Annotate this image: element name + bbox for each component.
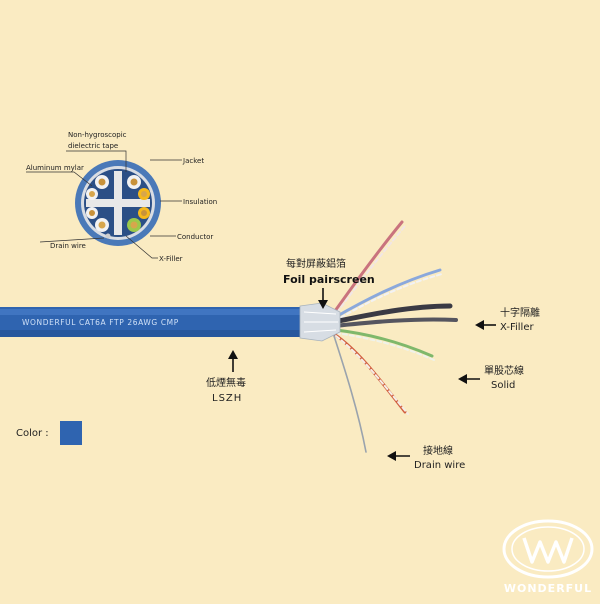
arrow-down-icon xyxy=(318,300,328,309)
label-aluminum: Aluminum mylar xyxy=(26,164,84,172)
callout-xfiller-cn: 十字隔離 xyxy=(500,306,540,319)
callout-foil-en: Foil pairscreen xyxy=(283,273,375,286)
arrow-up-icon xyxy=(228,350,238,359)
cable-print: WONDERFUL CAT6A FTP 26AWG CMP xyxy=(22,318,179,327)
pair-top-right xyxy=(127,175,150,200)
callout-drain: 接地線 Drain wire xyxy=(387,444,465,471)
callout-solid-cn: 單股芯線 xyxy=(484,364,524,377)
color-swatch xyxy=(60,421,82,445)
brand-name: WONDERFUL xyxy=(504,582,592,595)
callout-solid-en: Solid xyxy=(491,380,515,391)
label-jacket: Jacket xyxy=(182,157,204,165)
x-filler-shape-h xyxy=(86,199,150,207)
callout-lszh-en: LSZH xyxy=(212,393,242,404)
leader-lines xyxy=(26,150,182,259)
color-label: Color : xyxy=(16,428,49,439)
label-tape-2: dielectric tape xyxy=(68,142,118,150)
pair-bottom-left xyxy=(86,207,109,232)
cross-section: Non-hygroscopic dielectric tape Aluminum… xyxy=(26,131,217,263)
callout-foil: 每對屏蔽鋁箔 Foil pairscreen xyxy=(283,257,375,309)
arrow-left-icon xyxy=(475,320,484,330)
callout-solid: 單股芯線 Solid xyxy=(458,364,524,391)
callout-lszh: 低煙無毒 LSZH xyxy=(206,350,246,404)
wire-pair-1 xyxy=(328,220,404,320)
pair-bottom-right xyxy=(127,207,150,232)
cable-body: WONDERFUL CAT6A FTP 26AWG CMP xyxy=(0,302,341,342)
brand-logo: WONDERFUL xyxy=(502,519,594,595)
label-conductor: Conductor xyxy=(177,233,213,241)
pair-top-left xyxy=(86,175,109,200)
callout-xfiller: 十字隔離 X-Filler xyxy=(475,306,540,333)
label-insulation: Insulation xyxy=(183,198,217,206)
color-swatch-group: Color : xyxy=(16,421,82,445)
label-tape-1: Non-hygroscopic xyxy=(68,131,127,139)
callout-drain-cn: 接地線 xyxy=(423,444,453,457)
arrow-left-icon xyxy=(458,374,467,384)
wire-bundle xyxy=(328,220,458,453)
arrow-left-icon xyxy=(387,451,396,461)
callout-foil-cn: 每對屏蔽鋁箔 xyxy=(286,257,346,270)
callout-drain-en: Drain wire xyxy=(414,460,465,471)
label-drain: Drain wire xyxy=(50,242,86,250)
drain-wire-strand xyxy=(333,335,367,453)
callout-xfiller-en: X-Filler xyxy=(500,322,534,333)
drain-wire-dot xyxy=(105,233,111,239)
wire-pair-2 xyxy=(332,268,442,320)
x-filler-strand xyxy=(331,303,453,325)
callout-lszh-cn: 低煙無毒 xyxy=(206,376,246,389)
wire-pair-3 xyxy=(334,328,434,358)
label-xfiller: X-Filler xyxy=(159,255,183,263)
